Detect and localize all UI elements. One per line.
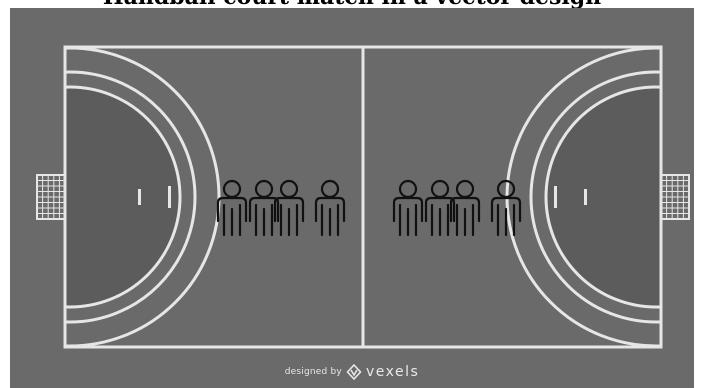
footer-credit: designed by vexels — [0, 362, 704, 382]
player-icon — [451, 181, 479, 235]
left-penalty-mark — [168, 186, 171, 208]
left-goalkeeper-line — [138, 189, 141, 205]
player-icon — [218, 181, 246, 235]
designed-by-label: designed by — [285, 367, 342, 377]
right-goalkeeper-line — [584, 189, 587, 205]
vexels-logo-icon — [346, 364, 362, 380]
brand-name[interactable]: vexels — [366, 364, 419, 380]
left-goal-area — [65, 87, 180, 307]
right-team — [394, 181, 520, 235]
left-team — [218, 181, 344, 235]
right-penalty-mark — [554, 186, 557, 208]
goal-net-icon — [661, 175, 689, 219]
player-icon — [394, 181, 422, 235]
player-icon — [275, 181, 303, 235]
player-icon — [250, 181, 278, 235]
right-goal-area — [546, 87, 661, 307]
player-icon — [426, 181, 454, 235]
goal-net-icon — [37, 175, 65, 219]
player-icon — [316, 181, 344, 235]
